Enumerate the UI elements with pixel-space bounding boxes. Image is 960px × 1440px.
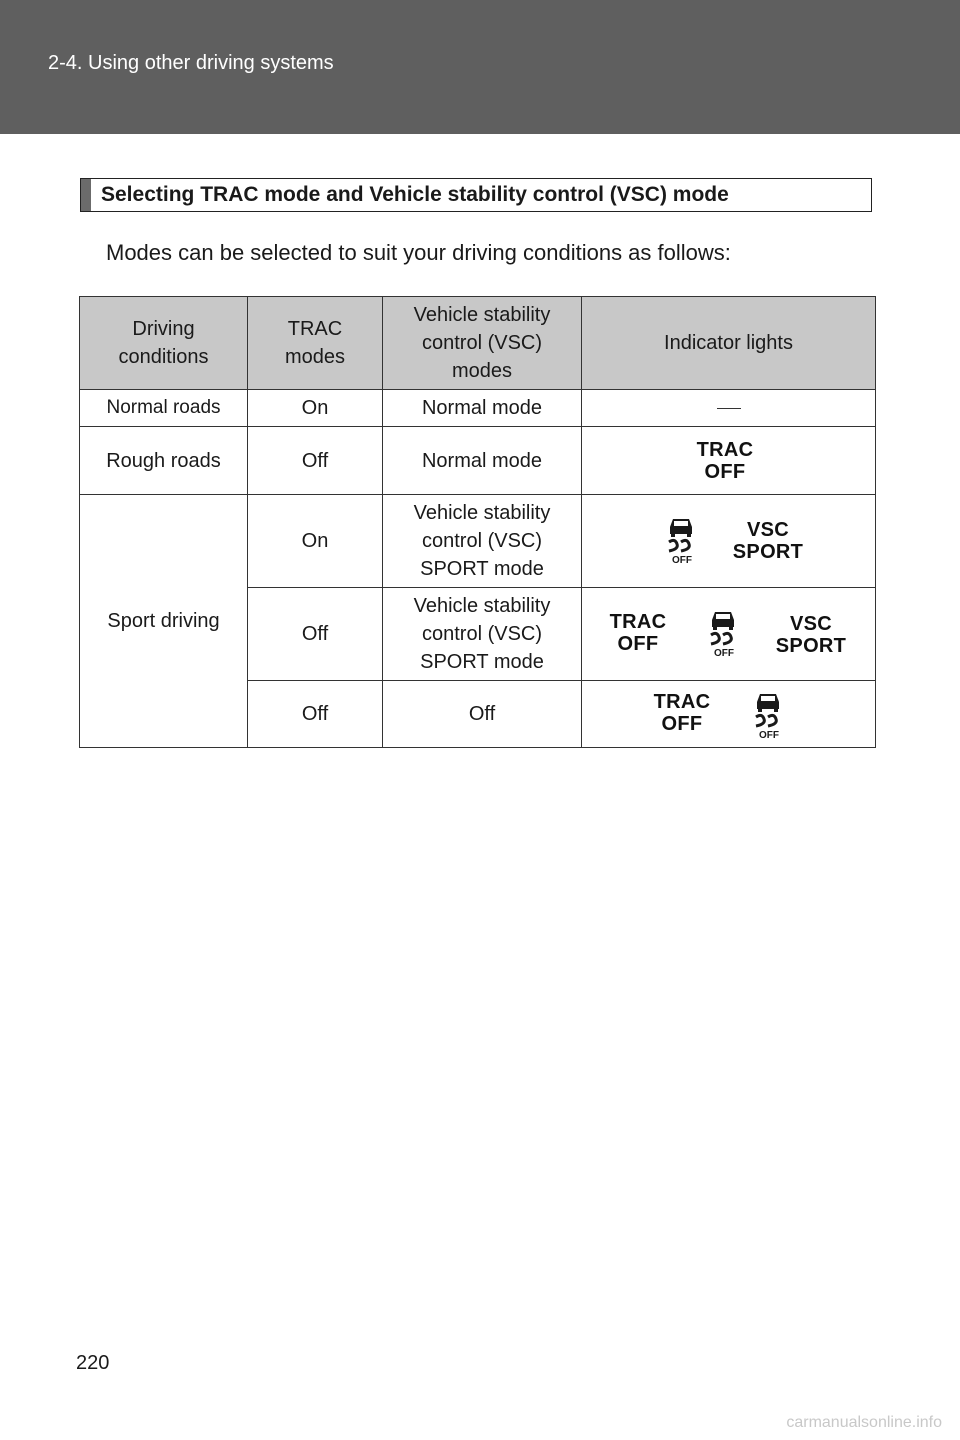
- cell-condition: Sport driving: [79, 494, 248, 748]
- section-heading-bar: [81, 179, 91, 211]
- table-row: Normal roads On Normal mode: [79, 389, 876, 427]
- intro-text: Modes can be selected to suit your drivi…: [106, 240, 731, 265]
- no-indicator-dash: [716, 407, 741, 410]
- page-header: 2-4. Using other driving systems: [0, 0, 960, 134]
- watermark: carmanualsonline.info: [786, 1414, 942, 1431]
- vsc-off-skid-icon: OFF: [755, 694, 779, 741]
- cell-condition: Normal roads: [79, 389, 248, 427]
- cell-trac: Off: [247, 680, 383, 748]
- section-heading-box: Selecting TRAC mode and Vehicle stabilit…: [80, 178, 872, 212]
- header-title: 2-4. Using other driving systems: [48, 52, 334, 74]
- modes-table: Driving conditions TRAC modes Vehicle st…: [79, 296, 876, 748]
- section-heading: Selecting TRAC mode and Vehicle stabilit…: [101, 183, 729, 206]
- cell-trac: On: [247, 494, 383, 588]
- table-header-row: Driving conditions TRAC modes Vehicle st…: [79, 296, 876, 390]
- svg-text:OFF: OFF: [714, 648, 734, 659]
- header-driving-conditions: Driving conditions: [79, 296, 248, 390]
- svg-text:OFF: OFF: [672, 555, 692, 566]
- cell-vsc: Normal mode: [382, 426, 582, 495]
- header-trac-modes: TRAC modes: [247, 296, 383, 390]
- cell-condition: Rough roads: [79, 426, 248, 495]
- cell-trac: Off: [247, 426, 383, 495]
- cell-trac: On: [247, 389, 383, 427]
- header-vsc-modes: Vehicle stability control (VSC) modes: [382, 296, 582, 390]
- cell-vsc: Off: [382, 680, 582, 748]
- vsc-off-skid-icon: OFF: [710, 612, 734, 659]
- svg-text:OFF: OFF: [759, 730, 779, 741]
- cell-trac: Off: [247, 587, 383, 681]
- vsc-off-skid-icon: OFF: [668, 519, 692, 566]
- page-number: 220: [76, 1352, 110, 1374]
- cell-indicators: [581, 389, 876, 427]
- cell-vsc: Normal mode: [382, 389, 582, 427]
- header-indicator-lights: Indicator lights: [581, 296, 876, 390]
